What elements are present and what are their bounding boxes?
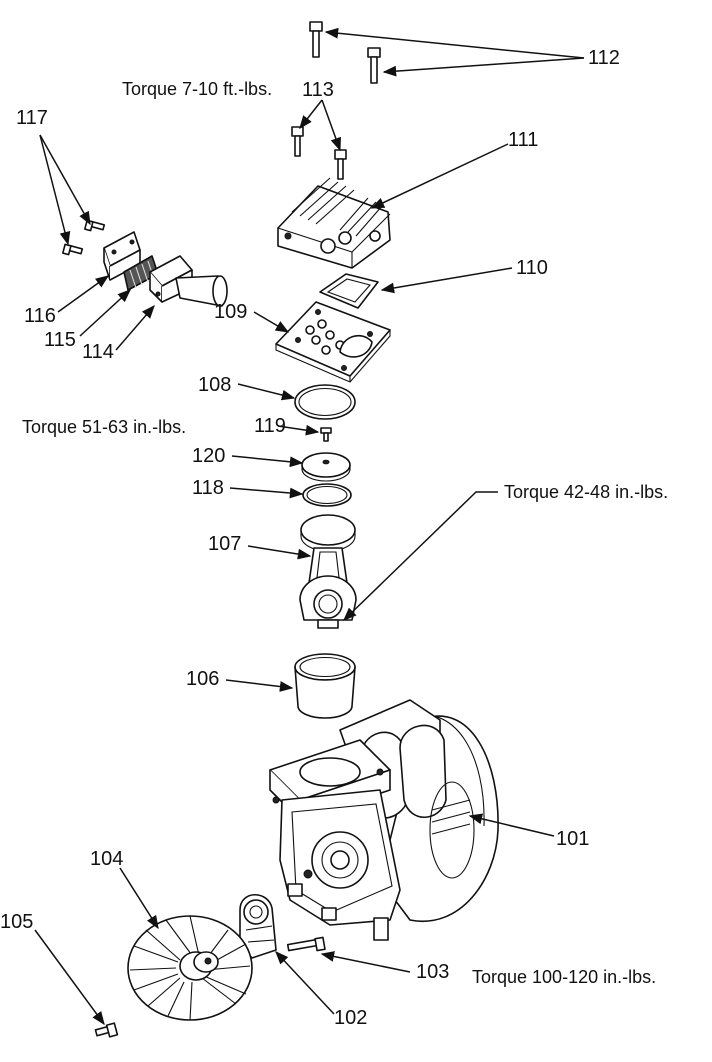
part-112-bolts [309,21,381,84]
label-117: 117 [16,107,48,129]
label-108: 108 [198,374,231,396]
part-117-screws [62,219,106,256]
bolt-112-b [367,47,381,84]
label-110: 110 [516,257,548,279]
label-103: 103 [416,961,449,983]
torque-notes: Torque 7-10 ft.-lbs. Torque 51-63 in.-lb… [22,79,668,987]
part-113-bolts [291,126,347,180]
label-104: 104 [90,848,123,870]
part-108-o-ring [294,384,356,420]
part-106-cylinder-sleeve [294,653,356,719]
label-116: 116 [24,305,56,327]
part-110-gasket [319,273,379,309]
part-114-inlet-body [149,255,228,307]
label-120: 120 [192,445,225,467]
label-101: 101 [556,828,589,850]
label-107: 107 [208,533,241,555]
part-111-cylinder-head [277,177,391,269]
part-103-bolt [286,936,326,952]
label-113: 113 [302,79,334,101]
label-118: 118 [192,477,224,499]
part-107-connecting-rod [299,514,357,629]
part-104-fan [127,915,253,1021]
part-119-screw [320,427,332,442]
torque-piston-screw: Torque 51-63 in.-lbs. [22,417,186,437]
part-101-crankcase-motor [269,699,499,941]
part-109-valve-plate [275,301,391,383]
part-118-ring [302,483,352,507]
torque-head-bolts: Torque 7-10 ft.-lbs. [122,79,272,99]
label-111: 111 [508,129,538,151]
part-120-piston-cap [301,452,351,482]
part-labels: 112 113 111 110 109 108 120 118 107 106 … [0,47,620,1029]
bolt-112-a [309,21,323,58]
label-102: 102 [334,1007,367,1029]
label-119: 119 [254,415,286,437]
label-105: 105 [0,911,33,933]
label-109: 109 [214,301,247,323]
torque-fan-bolt: Torque 100-120 in.-lbs. [472,967,656,987]
part-105-bolt [94,1022,119,1038]
label-114: 114 [82,341,114,363]
label-112: 112 [588,47,620,69]
leader-lines [34,27,585,1026]
label-115: 115 [44,329,76,351]
label-106: 106 [186,668,219,690]
torque-connecting-rod: Torque 42-48 in.-lbs. [504,482,668,502]
part-102-eccentric [239,894,277,959]
